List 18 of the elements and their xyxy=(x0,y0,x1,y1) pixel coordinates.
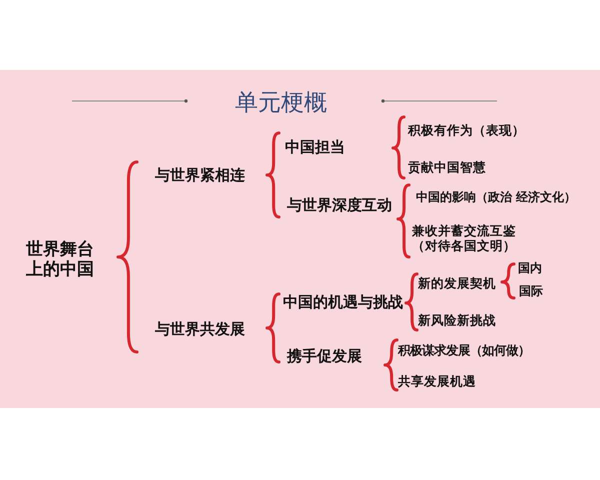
topic-label: 新的发展契机 xyxy=(418,276,496,290)
topic-label: 中国的机遇与挑战 xyxy=(283,293,403,311)
topic-label: 世界舞台上的中国 xyxy=(26,240,95,280)
topic-label: 中国担当 xyxy=(285,138,345,156)
topic-label: 新风险新挑战 xyxy=(418,312,496,328)
title: 单元梗概 xyxy=(235,89,327,117)
topic-label: 携手促发展 xyxy=(287,347,362,365)
topic-label: 贡献中国智慧 xyxy=(408,160,486,174)
topic-label: 国内 xyxy=(518,260,542,276)
topic-label: 与世界紧相连 xyxy=(155,166,245,184)
topic-label: 积极有作为（表现） xyxy=(408,122,525,138)
topic-label: 国际 xyxy=(519,284,543,298)
topic-label: 与世界深度互动 xyxy=(287,196,392,214)
topic-label: 中国的影响（政治 经济文化） xyxy=(416,190,576,204)
topic-label: 兼收并蓄交流互鉴（对待各国文明） xyxy=(412,223,517,253)
topic-label: 共享发展机遇 xyxy=(398,374,476,388)
topic-label: 积极谋求发展（如何做） xyxy=(398,344,530,358)
topic-label: 与世界共发展 xyxy=(155,320,245,338)
